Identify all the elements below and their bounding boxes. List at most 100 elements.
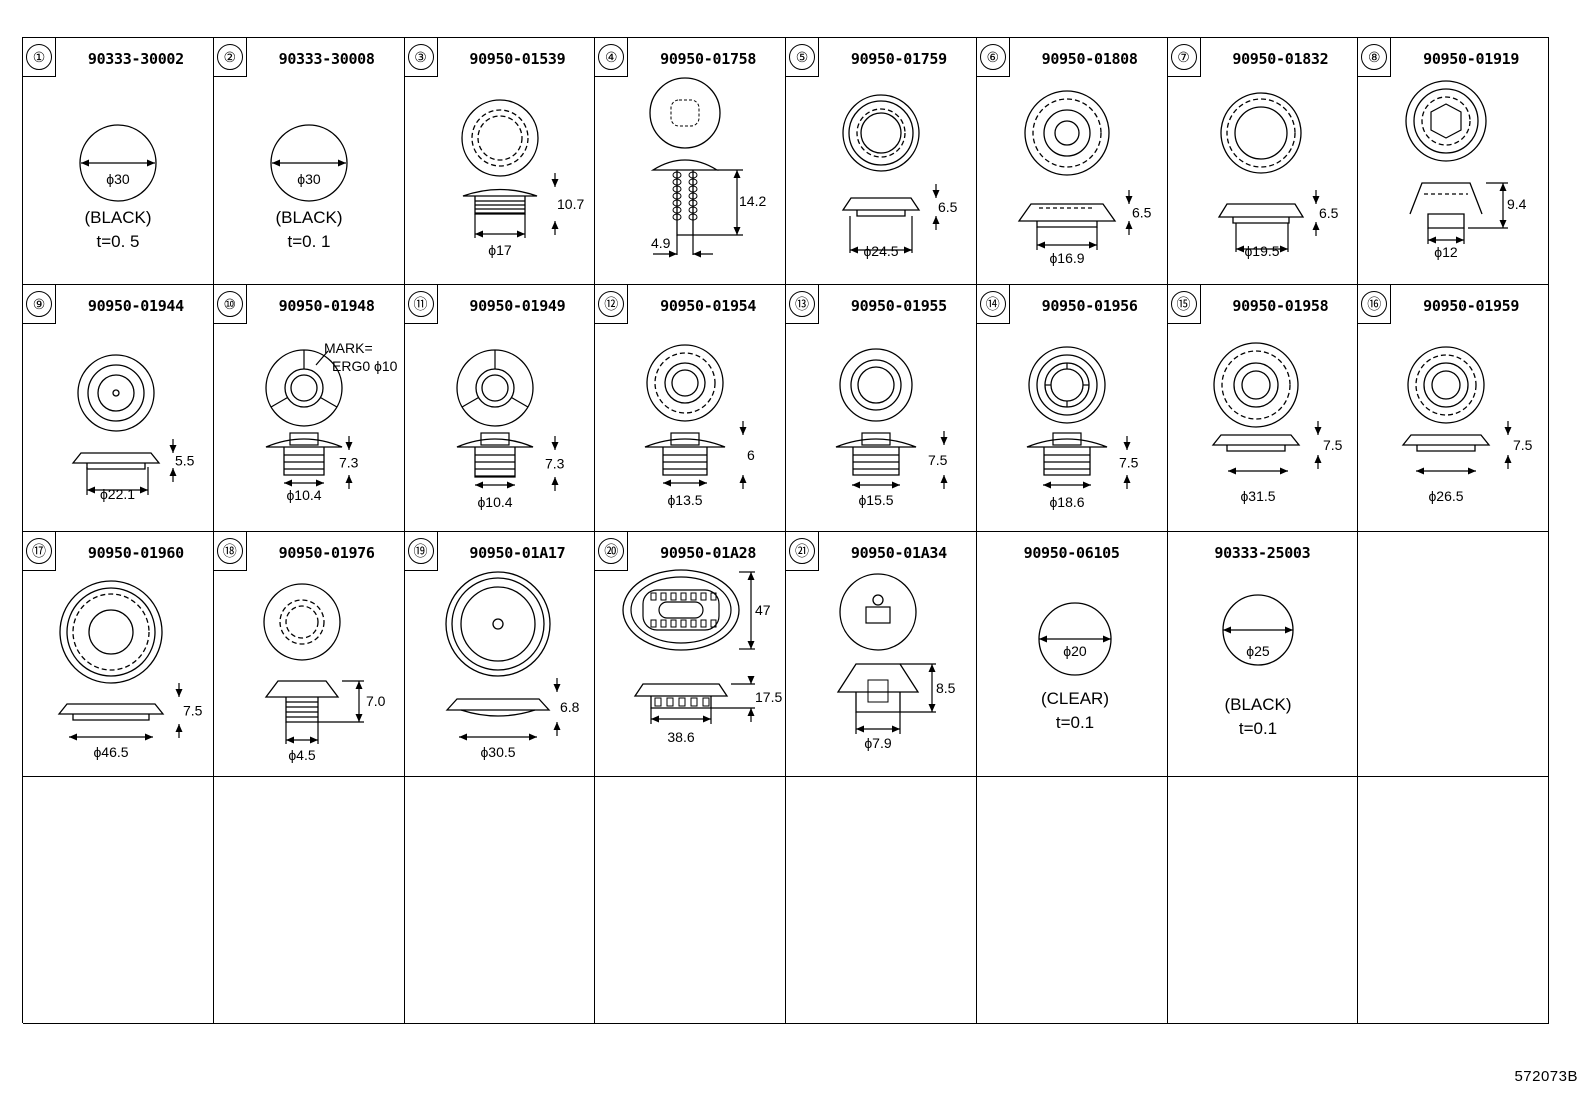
tooth xyxy=(670,619,677,628)
item-number: ① xyxy=(26,44,52,70)
arrowhead xyxy=(733,170,741,178)
stem-profile xyxy=(285,697,319,723)
part-drawing: ϕ20(CLEAR)t=0.1 xyxy=(1038,602,1112,732)
height-label: 6.5 xyxy=(1319,205,1339,221)
tooth xyxy=(710,592,717,601)
arrowhead xyxy=(345,442,353,450)
item-number-box: ① xyxy=(23,38,56,77)
barb xyxy=(672,213,682,221)
outline-ring xyxy=(480,374,509,402)
arrowhead xyxy=(169,445,177,453)
arrowhead xyxy=(283,479,292,487)
cap-profile xyxy=(445,698,550,711)
part-number: 90950-01A17 xyxy=(469,544,566,562)
cap-profile xyxy=(57,703,165,715)
body-profile xyxy=(460,709,535,717)
outline-ring xyxy=(1225,98,1296,168)
leader-line xyxy=(315,350,329,366)
mark-label: ERG0 ϕ10 xyxy=(332,358,398,374)
arrowhead xyxy=(1102,635,1111,643)
item-number-box: ⑰ xyxy=(23,532,56,571)
height-label: 47 xyxy=(755,602,771,618)
arrowhead xyxy=(81,159,89,167)
height-label: 14.2 xyxy=(739,193,766,209)
item-number-box: ㉑ xyxy=(786,532,819,571)
thickness-note: t=0.1 xyxy=(1056,713,1094,732)
barb xyxy=(688,206,698,214)
cap-profile xyxy=(462,188,537,197)
part-number: 90950-01958 xyxy=(1232,297,1329,315)
arrowhead xyxy=(1499,220,1507,228)
cap-profile xyxy=(265,438,343,448)
arrowhead xyxy=(932,190,940,198)
outline-ring xyxy=(1043,109,1091,157)
arrowhead xyxy=(669,250,678,258)
part-drawing: ϕ30(BLACK)t=0. 1 xyxy=(270,124,348,251)
inner-frame xyxy=(642,589,720,631)
width-label: 4.9 xyxy=(651,235,671,251)
boss-profile xyxy=(861,432,891,446)
color-note: (BLACK) xyxy=(84,208,151,227)
cap-profile xyxy=(841,197,921,211)
tooth xyxy=(650,592,657,601)
outline-ring xyxy=(66,587,156,677)
arrowhead xyxy=(1428,236,1437,244)
arrowhead xyxy=(651,715,660,723)
outline-ring xyxy=(857,366,895,404)
part-drawing: 7.0ϕ4.5 xyxy=(263,583,385,763)
arrowhead xyxy=(733,227,741,235)
body-profile xyxy=(1036,221,1098,228)
part-number: 90950-01A34 xyxy=(850,544,947,562)
diameter-label: ϕ13.5 xyxy=(668,492,703,508)
arrowhead xyxy=(69,733,77,741)
cap-profile xyxy=(650,159,720,171)
stem-profile xyxy=(852,447,900,476)
part-number: 90333-25003 xyxy=(1214,544,1311,562)
cap-profile xyxy=(836,663,920,693)
tooth xyxy=(650,619,657,628)
arrowhead xyxy=(1082,481,1091,489)
part-number: 90333-30002 xyxy=(87,50,184,68)
arrowhead xyxy=(1279,245,1288,253)
barb xyxy=(672,206,682,214)
outline-ring xyxy=(671,369,699,397)
diameter-label: ϕ26.5 xyxy=(1429,488,1464,504)
height-label: 7.5 xyxy=(183,703,203,719)
part-number: 90950-01808 xyxy=(1041,50,1138,68)
body-profile xyxy=(650,696,712,709)
barb xyxy=(688,178,698,186)
center-slot xyxy=(658,601,704,619)
outline-ring xyxy=(1024,90,1110,176)
item-number: ⑰ xyxy=(26,538,52,564)
arrowhead xyxy=(516,230,525,238)
outline-ring xyxy=(87,364,145,422)
arrowhead xyxy=(175,724,183,732)
item-number: ⑧ xyxy=(1361,44,1388,70)
height-label: 10.7 xyxy=(557,196,584,212)
diameter-label: ϕ30.5 xyxy=(480,744,515,760)
outline-ring xyxy=(1421,96,1471,146)
part-number: 90950-01954 xyxy=(660,297,757,315)
item-number-box: ⑦ xyxy=(1167,38,1201,77)
arrowhead xyxy=(1042,481,1051,489)
arrowhead xyxy=(1499,183,1507,191)
item-number: ⑬ xyxy=(789,291,815,317)
diameter-label: ϕ30 xyxy=(297,171,321,187)
diameter-label: ϕ30 xyxy=(106,171,130,187)
arrowhead xyxy=(1038,635,1047,643)
locator-hole xyxy=(872,594,884,606)
part-drawing: 8.5ϕ7.9 xyxy=(836,573,956,751)
item-number: ⑫ xyxy=(598,291,625,317)
arrowhead xyxy=(1314,455,1321,463)
outline-ring xyxy=(450,577,545,671)
boss-profile xyxy=(289,432,319,446)
cap-profile xyxy=(71,452,161,464)
